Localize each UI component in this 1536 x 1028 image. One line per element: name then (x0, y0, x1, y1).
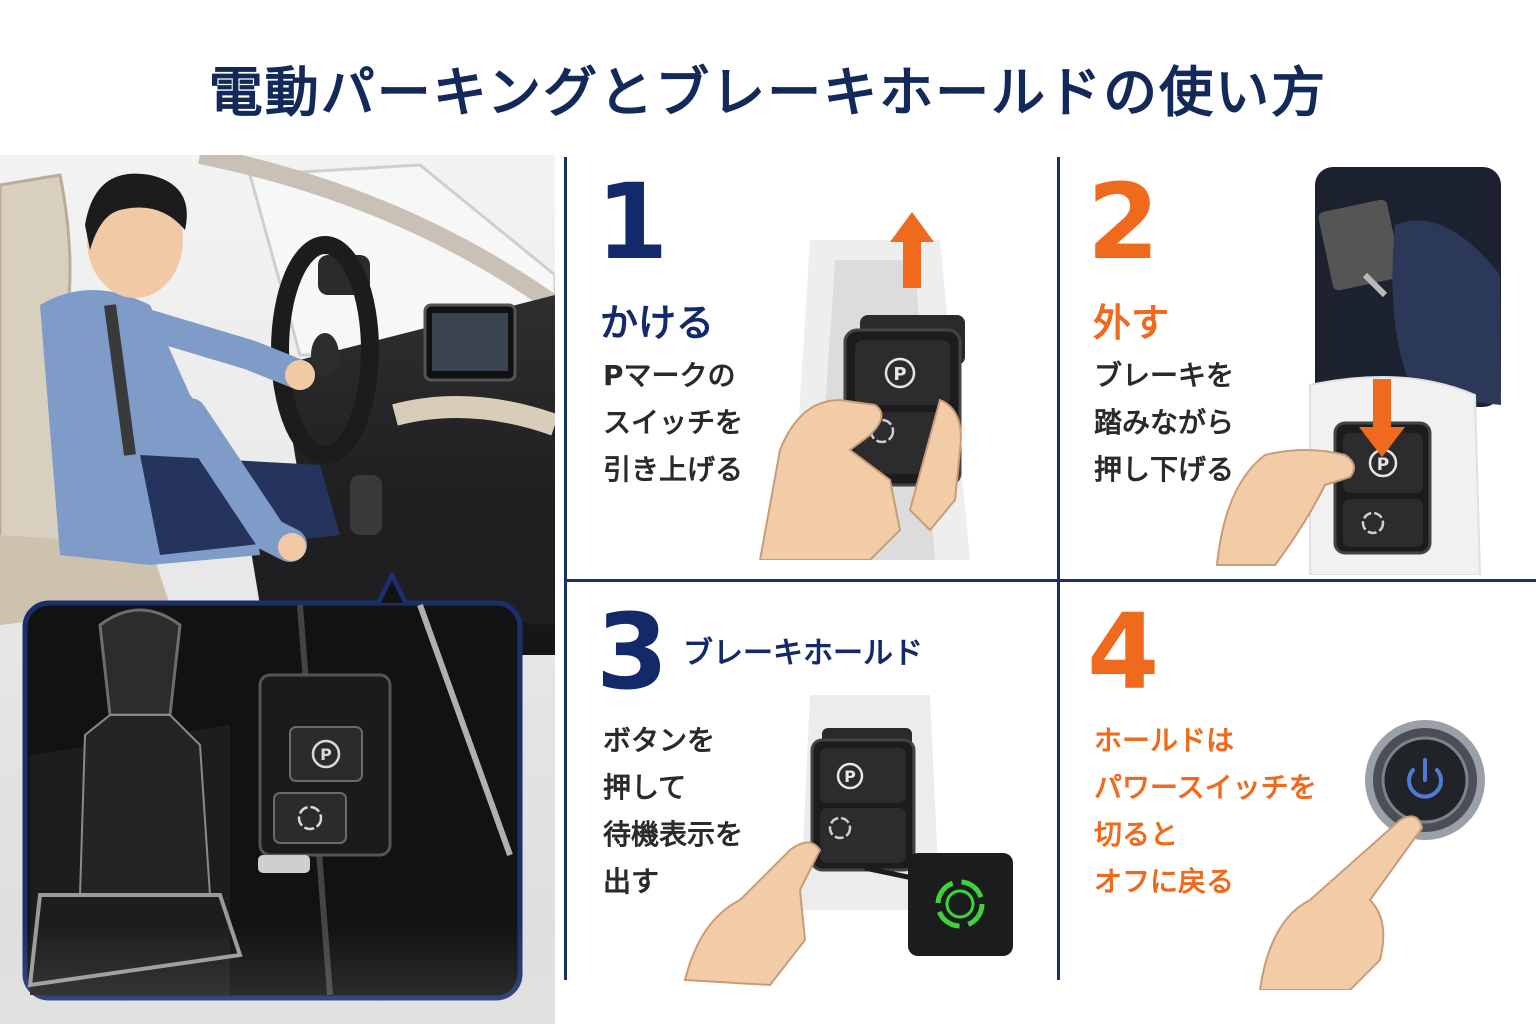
step-3-description: ボタンを 押して 待機表示を 出す (603, 717, 743, 905)
step-1-illustration: P (740, 200, 990, 561)
step-4-description: ホールドは パワースイッチを 切ると オフに戻る (1094, 717, 1317, 905)
step-3-illustration: P (680, 690, 1020, 990)
grid-divider-vertical-center (1057, 157, 1060, 980)
page-title: 電動パーキングとブレーキホールドの使い方 (208, 61, 1328, 124)
step-1-description: Pマークの スイッチを 引き上げる (603, 352, 743, 493)
inset-parking-label: P (320, 745, 332, 764)
step-4-illustration (1250, 720, 1500, 991)
power-icon (1407, 758, 1443, 799)
step-1-parking-label: P (893, 364, 906, 385)
step-3-line-2: 押して (603, 771, 687, 804)
step-4-line-4: オフに戻る (1094, 865, 1235, 898)
step-2-description: ブレーキを 踏みながら 押し下げる (1094, 352, 1234, 493)
step-3-number: 3 (596, 591, 669, 713)
parking-brake-icon: P (884, 357, 916, 389)
step-1-line-3: 引き上げる (603, 453, 744, 486)
step-2-illustration: P (1215, 165, 1505, 576)
step-4-line-3: 切ると (1094, 818, 1179, 851)
step-1-line-1: Pマークの (603, 359, 736, 392)
grid-divider-horizontal (566, 579, 1536, 582)
brake-hold-icon (935, 879, 985, 929)
grid-divider-vertical-left (564, 157, 567, 980)
arrow-up-icon (890, 212, 934, 288)
step-4-number: 4 (1087, 591, 1160, 713)
step-2-line-1: ブレーキを (1094, 359, 1235, 392)
step-1-heading: かける (600, 301, 715, 345)
step-3-line-4: 出す (603, 865, 660, 898)
step-2-number: 2 (1087, 161, 1160, 283)
step-3-parking-label: P (844, 767, 856, 786)
driver-illustration: P (0, 146, 561, 1024)
step-2-heading: 外す (1093, 301, 1170, 345)
step-1-line-2: スイッチを (603, 406, 744, 439)
step-2-parking-label: P (1377, 455, 1389, 475)
step-2-line-3: 押し下げる (1094, 453, 1235, 486)
step-4-line-1: ホールドは (1094, 724, 1235, 757)
step-3-line-3: 待機表示を (603, 818, 744, 851)
step-4-line-2: パワースイッチを (1094, 771, 1317, 804)
step-3-heading: ブレーキホールド (683, 636, 923, 671)
step-3-line-1: ボタンを (603, 724, 716, 757)
step-2-line-2: 踏みながら (1094, 406, 1235, 439)
step-1-number: 1 (596, 161, 669, 283)
arrow-down-icon (1359, 379, 1405, 457)
